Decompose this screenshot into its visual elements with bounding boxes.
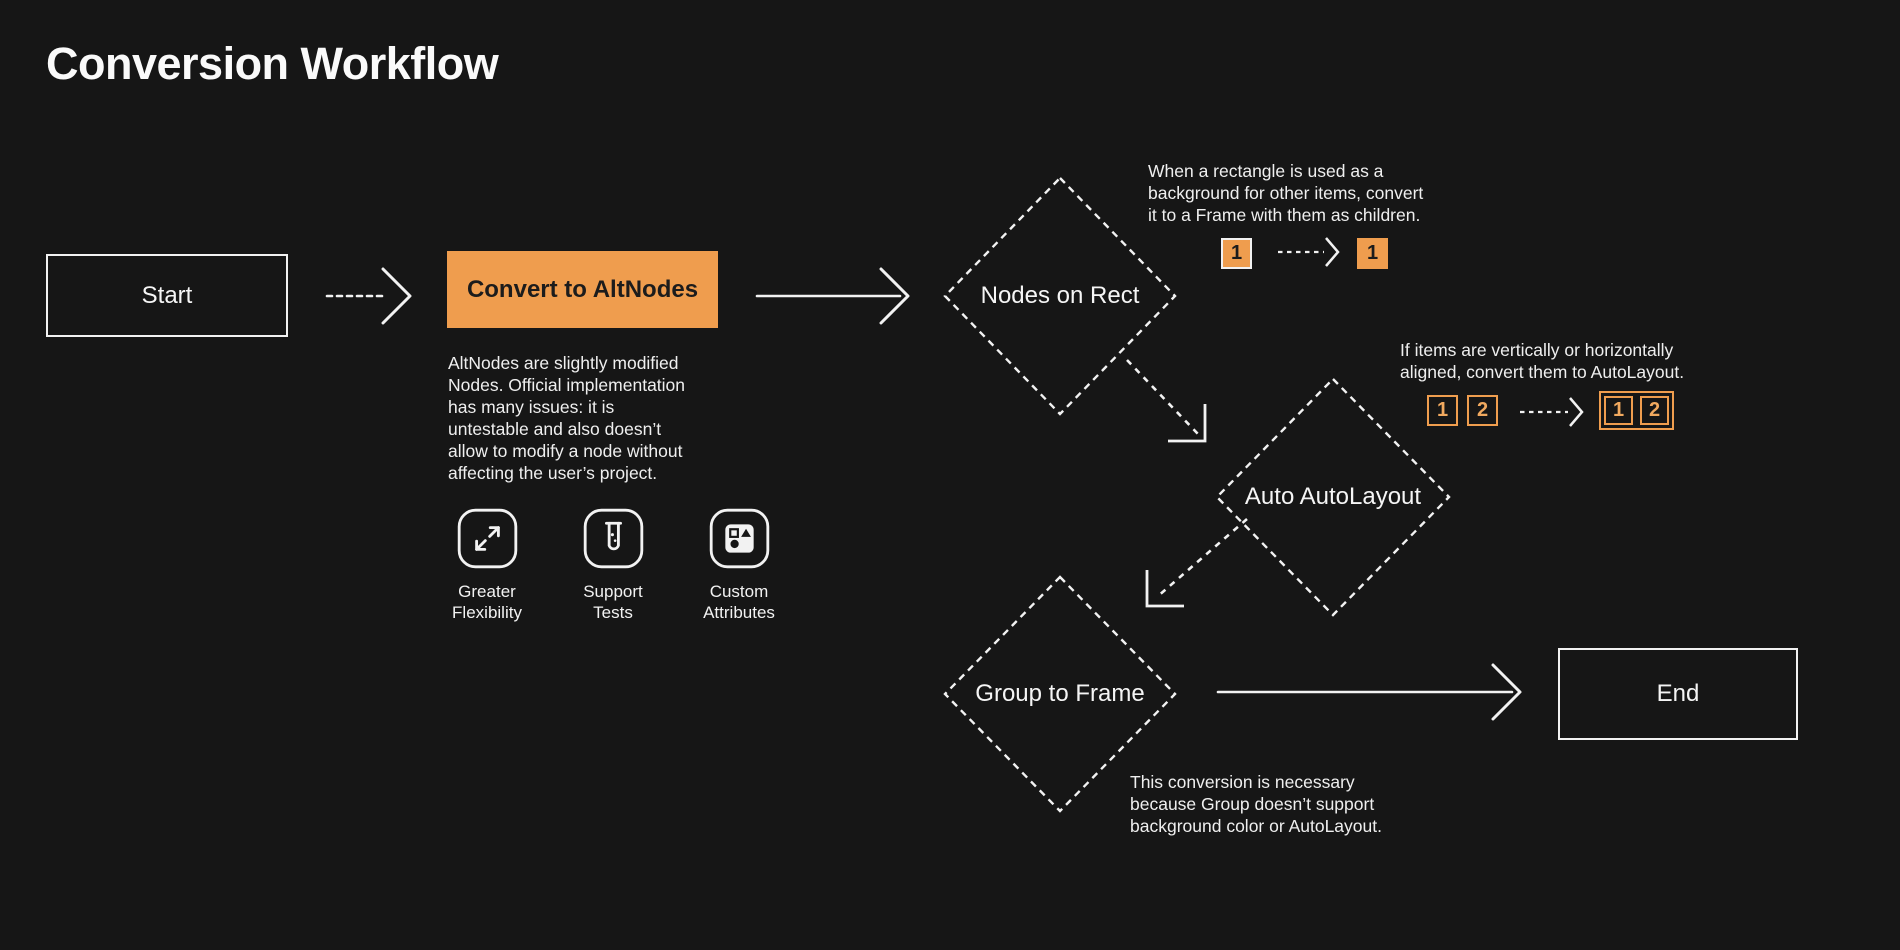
annotation-rect-to-frame: When a rectangle is used as a background… <box>1148 161 1424 225</box>
feature-custom-attributes: Custom Attributes <box>692 508 786 623</box>
mini-arrow-rect-to-frame <box>1278 237 1340 267</box>
mini-autolayout-group-after: 1 2 <box>1599 391 1674 430</box>
page-title: Conversion Workflow <box>46 38 499 89</box>
node-group-to-frame: Group to Frame <box>975 680 1145 707</box>
mini-item-1-after: 1 <box>1604 396 1633 425</box>
arrow-convert-to-nodes-on-rect <box>755 267 910 325</box>
node-convert-label: Convert to AltNodes <box>466 275 699 303</box>
node-start: Start <box>46 254 288 337</box>
annotation-autolayout: If items are vertically or horizontally … <box>1400 340 1685 382</box>
feature-greater-flexibility: Greater Flexibility <box>440 508 534 623</box>
mini-rect-before: 1 <box>1221 238 1252 269</box>
diamond-auto-autolayout <box>1215 377 1451 617</box>
arrow-auto-autolayout-to-group-to-frame <box>1145 518 1248 608</box>
node-nodes-on-rect: Nodes on Rect <box>980 282 1140 309</box>
mini-item-2-before: 2 <box>1467 395 1498 426</box>
diamond-nodes-on-rect <box>943 176 1177 416</box>
annotation-group-to-frame: This conversion is necessary because Gro… <box>1130 772 1382 836</box>
diamond-group-to-frame <box>943 575 1177 813</box>
altnodes-description: AltNodes are slightly modified Nodes. Of… <box>448 353 686 483</box>
node-end: End <box>1558 648 1798 740</box>
arrow-nodes-on-rect-to-auto-autolayout <box>1126 359 1207 443</box>
component-shapes-icon <box>709 508 770 569</box>
node-convert-to-altnodes: Convert to AltNodes <box>447 251 718 328</box>
test-tube-icon <box>583 508 644 569</box>
feature-label: Greater Flexibility <box>452 582 522 622</box>
arrow-start-to-convert <box>325 267 412 325</box>
arrow-group-to-frame-to-end <box>1216 663 1522 721</box>
node-start-label: Start <box>141 281 193 309</box>
feature-support-tests: Support Tests <box>566 508 660 623</box>
node-end-label: End <box>1656 680 1700 707</box>
mini-frame-after: 1 <box>1357 238 1388 269</box>
feature-label: Support Tests <box>583 582 643 622</box>
node-auto-autolayout: Auto AutoLayout <box>1244 483 1422 510</box>
mini-item-1-before: 1 <box>1427 395 1458 426</box>
feature-label: Custom Attributes <box>703 582 775 622</box>
mini-item-2-after: 2 <box>1640 396 1669 425</box>
expand-arrows-icon <box>457 508 518 569</box>
mini-arrow-autolayout <box>1520 397 1584 427</box>
altnodes-feature-list: Greater Flexibility Support Tests <box>440 508 786 623</box>
